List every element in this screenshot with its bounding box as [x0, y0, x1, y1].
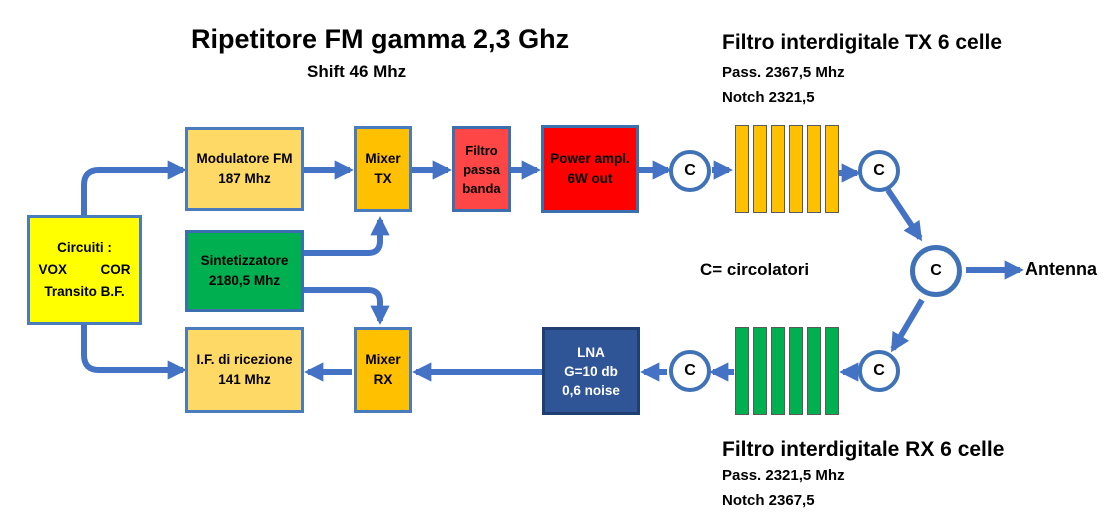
- circuits-vox-cor-row: VOX COR: [39, 259, 131, 281]
- circulator-label: C: [684, 162, 696, 179]
- if-receiver-freq: 141 Mhz: [218, 372, 271, 387]
- synthesizer-freq: 2180,5 Mhz: [208, 273, 281, 288]
- tx-filter-pass: Pass. 2367,5 Mhz: [722, 64, 845, 81]
- synthesizer-label: Sintetizzatore: [200, 253, 289, 268]
- power-amp-output: 6W out: [567, 171, 613, 186]
- rx-filter-cell: [735, 327, 749, 415]
- circuits-block: Circuiti : VOX COR Transito B.F.: [27, 215, 142, 325]
- arrow-circuits-to-if: [81, 325, 187, 380]
- page-subtitle: Shift 46 Mhz: [307, 62, 407, 81]
- arrow-circuits-to-modulator: [81, 160, 187, 215]
- rx-filter-cell: [789, 327, 803, 415]
- circulators-note: C= circolatori: [700, 260, 810, 279]
- rx-filter-cell: [807, 327, 821, 415]
- arrow-tx-circulator-to-antenna-circulator: [885, 188, 923, 242]
- bandpass-label-1: Filtro: [465, 142, 498, 158]
- tx-filter-cell: [789, 125, 803, 213]
- tx-interdigital-filter: [735, 125, 839, 213]
- modulator-block: Modulatore FM 187 Mhz: [185, 127, 304, 211]
- arrow-synth-to-mixer-rx: [304, 287, 390, 325]
- circulator-tx-in: C: [669, 150, 711, 192]
- rx-filter-heading: Filtro interdigitale RX 6 celle: [722, 438, 1005, 461]
- mixer-tx-block: Mixer TX: [354, 126, 412, 212]
- bandpass-label-3: banda: [462, 180, 501, 196]
- antenna-label: Antenna: [1025, 259, 1097, 279]
- tx-filter-cell: [807, 125, 821, 213]
- modulator-freq: 187 Mhz: [218, 171, 271, 186]
- mixer-tx-label: Mixer: [365, 151, 401, 166]
- rx-interdigital-filter: [735, 327, 839, 415]
- circulator-label: C: [684, 362, 696, 379]
- lna-gain: G=10 db: [564, 363, 618, 379]
- power-amp-label: Power ampl.: [550, 151, 630, 166]
- transit-label: Transito B.F.: [44, 284, 125, 299]
- cor-label: COR: [100, 262, 131, 277]
- rx-filter-pass: Pass. 2321,5 Mhz: [722, 467, 845, 484]
- rx-filter-cell: [825, 327, 839, 415]
- if-receiver-label: I.F. di ricezione: [196, 352, 293, 367]
- bandpass-label-2: passa: [463, 161, 500, 177]
- bandpass-filter-block: Filtro passa banda: [452, 126, 511, 212]
- if-receiver-block: I.F. di ricezione 141 Mhz: [185, 327, 304, 413]
- page-title: Ripetitore FM gamma 2,3 Ghz: [191, 24, 570, 54]
- mixer-rx-label: Mixer: [365, 352, 401, 367]
- circulator-label: C: [873, 362, 885, 379]
- arrow-antenna-circulator-to-rx-circulator: [890, 298, 925, 353]
- rx-filter-notch: Notch 2367,5: [722, 492, 815, 509]
- power-amp-block: Power ampl. 6W out: [541, 125, 639, 213]
- circulator-label: C: [873, 162, 885, 179]
- lna-label: LNA: [577, 344, 605, 360]
- mixer-rx-sub: RX: [373, 372, 393, 387]
- mixer-rx-block: Mixer RX: [354, 327, 412, 413]
- rx-filter-cell: [771, 327, 785, 415]
- rx-filter-cell: [753, 327, 767, 415]
- tx-filter-cell: [735, 125, 749, 213]
- lna-noise: 0,6 noise: [562, 382, 620, 398]
- mixer-tx-sub: TX: [374, 171, 392, 186]
- lna-block: LNA G=10 db 0,6 noise: [542, 327, 640, 415]
- circulator-label: C: [930, 262, 942, 279]
- circulator-rx-out: C: [669, 350, 711, 392]
- vox-label: VOX: [38, 262, 68, 277]
- tx-filter-cell: [753, 125, 767, 213]
- synthesizer-block: Sintetizzatore 2180,5 Mhz: [185, 230, 304, 312]
- circulator-antenna: C: [910, 245, 962, 297]
- modulator-label: Modulatore FM: [196, 151, 293, 166]
- tx-filter-cell: [771, 125, 785, 213]
- tx-filter-notch: Notch 2321,5: [722, 89, 815, 106]
- arrow-synth-to-mixer-tx: [304, 216, 390, 256]
- tx-filter-cell: [825, 125, 839, 213]
- tx-filter-heading: Filtro interdigitale TX 6 celle: [722, 31, 1003, 54]
- circulator-rx-in: C: [858, 350, 900, 392]
- circulator-tx-out: C: [858, 150, 900, 192]
- circuits-label: Circuiti :: [57, 240, 112, 255]
